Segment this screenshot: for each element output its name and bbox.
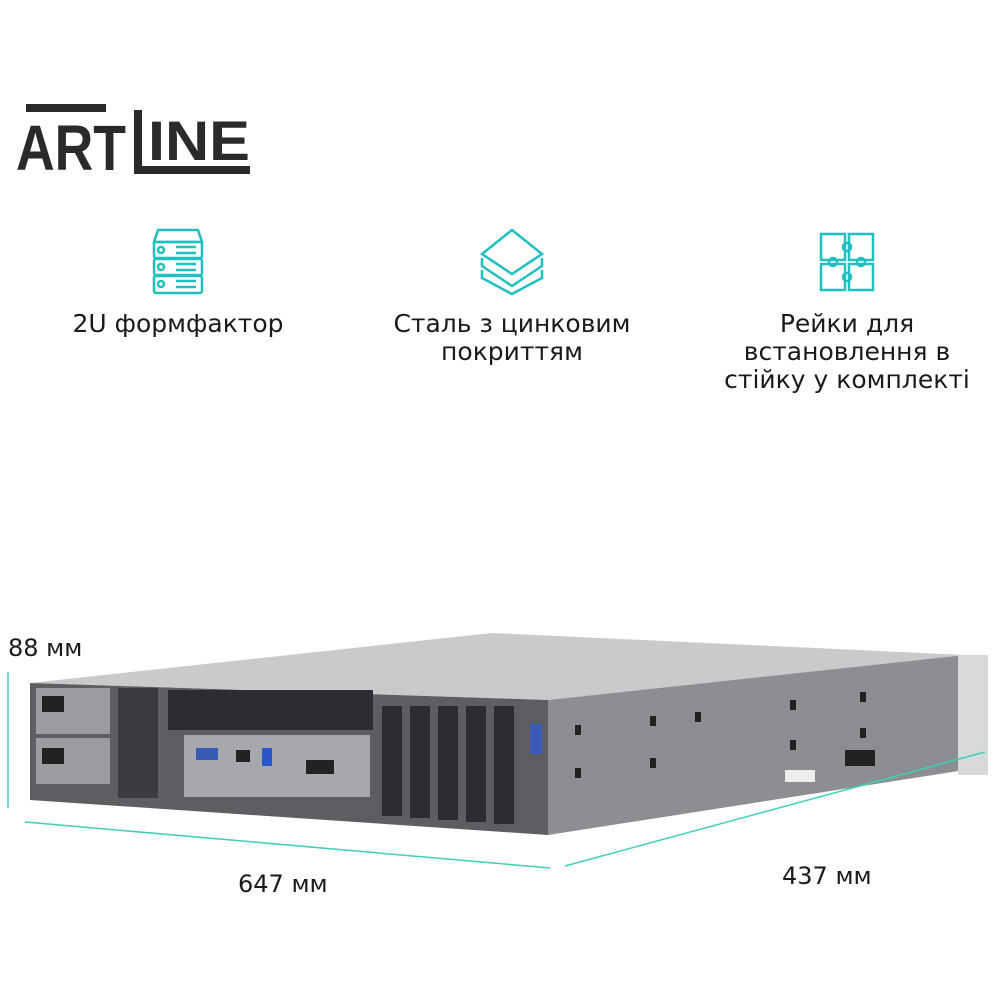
- depth-dimension-label: 647 мм: [238, 870, 328, 898]
- height-dimension-label: 88 мм: [8, 634, 83, 662]
- artline-logo: ART INE: [16, 104, 250, 174]
- puzzle-icon: [819, 232, 875, 292]
- server-rack-icon: [152, 228, 204, 295]
- feature-label: встановлення в: [743, 337, 951, 366]
- feature-label: покриттям: [441, 337, 583, 366]
- server-chassis-image: [7, 633, 988, 869]
- feature-label: Сталь з цинковим: [393, 309, 631, 338]
- svg-text:ART: ART: [16, 112, 126, 174]
- svg-text:INE: INE: [148, 109, 250, 172]
- feature-rails: Рейки для встановлення в стійку у компле…: [697, 228, 997, 394]
- feature-form-factor: 2U формфактор: [28, 228, 328, 338]
- feature-label: 2U формфактор: [72, 309, 284, 338]
- feature-label: Рейки для: [779, 309, 915, 338]
- layers-icon: [479, 228, 545, 296]
- feature-steel: Сталь з цинковим покриттям: [362, 228, 662, 366]
- feature-label: стійку у комплекті: [724, 365, 970, 394]
- width-dimension-label: 437 мм: [782, 862, 872, 890]
